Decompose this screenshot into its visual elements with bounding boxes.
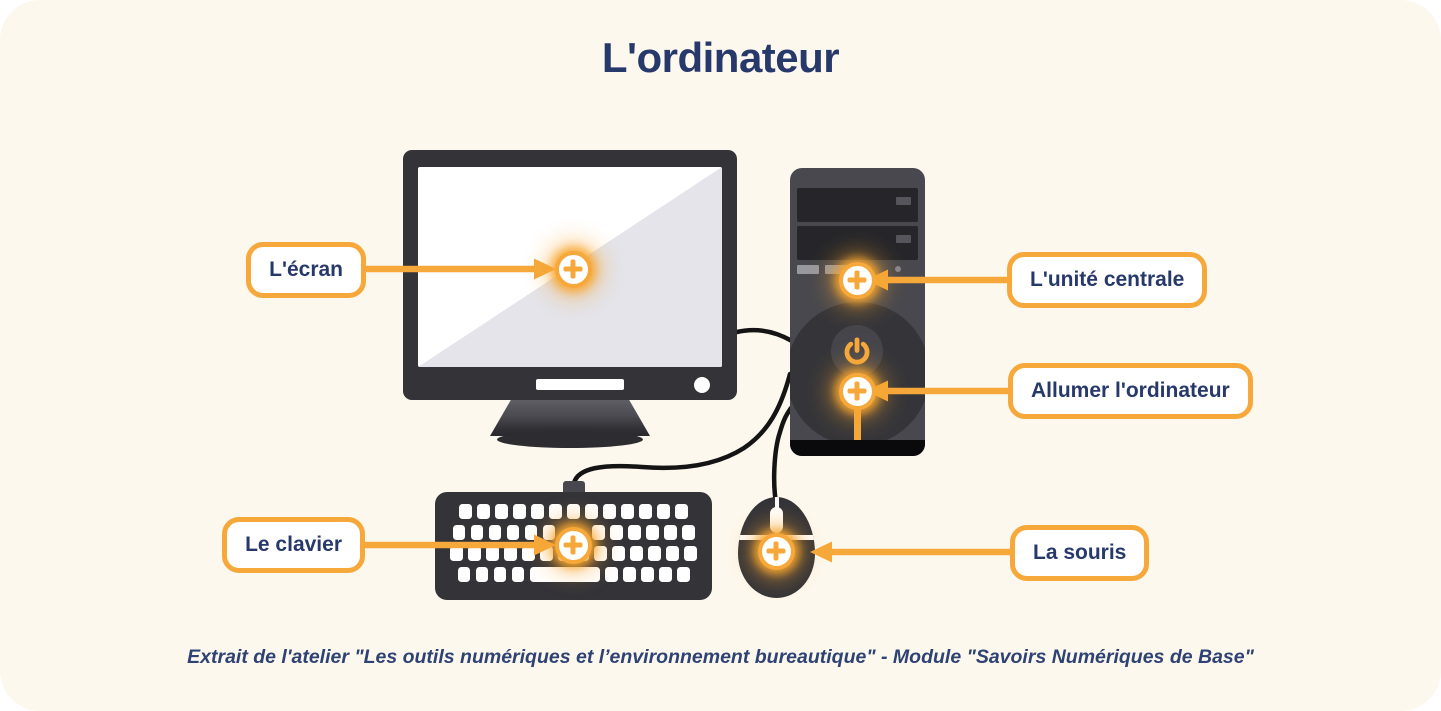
keyboard-key (594, 546, 607, 561)
keyboard-key (585, 504, 598, 519)
page-title: L'ordinateur (601, 34, 840, 81)
usb-port (825, 265, 847, 274)
keyboard-key (567, 504, 580, 519)
usb-port (797, 265, 819, 274)
tower-base (790, 440, 925, 456)
keyboard-key (630, 546, 643, 561)
keyboard-key (603, 504, 616, 519)
drive-bay (797, 188, 918, 222)
label-keyboard-text: Le clavier (245, 533, 342, 556)
label-power-on-text: Allumer l'ordinateur (1031, 379, 1230, 402)
drive-bay-button (896, 235, 911, 243)
keyboard-key (666, 546, 679, 561)
hotspot-screen[interactable] (554, 250, 592, 288)
keyboard-key (452, 525, 465, 540)
hotspot-mouse[interactable] (757, 532, 795, 570)
plus-icon (570, 535, 576, 555)
keyboard-key (468, 546, 481, 561)
monitor-power-light (694, 377, 710, 393)
keyboard-key (646, 525, 659, 540)
drive-bay (797, 226, 918, 260)
keyboard-key (659, 567, 672, 582)
label-mouse-text: La souris (1033, 541, 1127, 564)
plus-icon (570, 259, 576, 279)
tower-led (895, 266, 901, 272)
keyboard-key (475, 567, 488, 582)
keyboard-spacebar (529, 567, 600, 582)
label-screen-text: L'écran (269, 258, 343, 281)
keyboard-row (435, 546, 712, 561)
power-button[interactable] (831, 325, 883, 377)
keyboard-key (493, 567, 506, 582)
keyboard-key (459, 504, 472, 519)
mouse-scroll-wheel (770, 507, 783, 533)
keyboard-key (621, 504, 634, 519)
keyboard-key (477, 504, 490, 519)
keyboard-key (470, 525, 483, 540)
keyboard-row (435, 504, 712, 519)
label-central-unit: L'unité centrale (1007, 252, 1208, 308)
keyboard-key (506, 525, 519, 540)
keyboard-key (522, 546, 535, 561)
plus-icon (854, 381, 860, 401)
plus-icon (773, 541, 779, 561)
label-keyboard: Le clavier (222, 517, 365, 573)
keyboard-row (435, 525, 712, 540)
keyboard-key (641, 567, 654, 582)
keyboard-key (623, 567, 636, 582)
keyboard-key (684, 546, 697, 561)
keyboard-key (657, 504, 670, 519)
keyboard-key (531, 504, 544, 519)
keyboard-key (612, 546, 625, 561)
computer-tower (790, 168, 925, 456)
label-central-unit-text: L'unité centrale (1030, 268, 1185, 291)
keyboard-key (511, 567, 524, 582)
keyboard-key (488, 525, 501, 540)
keyboard-row (435, 567, 712, 582)
hotspot-keyboard[interactable] (554, 526, 592, 564)
keyboard-key (457, 567, 470, 582)
keyboard-key (542, 525, 555, 540)
keyboard-key (486, 546, 499, 561)
keyboard-key (677, 567, 690, 582)
keyboard-key (513, 504, 526, 519)
keyboard-key (664, 525, 677, 540)
keyboard-key (504, 546, 517, 561)
plus-icon (854, 270, 860, 290)
hotspot-power[interactable] (838, 372, 876, 410)
drive-bay-button (896, 197, 911, 205)
keyboard-key (495, 504, 508, 519)
keyboard-key (610, 525, 623, 540)
monitor-cable (734, 327, 795, 344)
power-icon (844, 337, 870, 365)
keyboard-key (682, 525, 695, 540)
keyboard-key (675, 504, 688, 519)
monitor-logo-bar (536, 379, 624, 390)
keyboard-key (549, 504, 562, 519)
keyboard-key (628, 525, 641, 540)
monitor-stand-base (497, 431, 643, 448)
keyboard-key (648, 546, 661, 561)
keyboard-key (524, 525, 537, 540)
keyboard-key (592, 525, 605, 540)
label-screen: L'écran (246, 242, 366, 298)
footer-caption: Extrait de l'atelier "Les outils numériq… (187, 646, 1254, 668)
keyboard-key (450, 546, 463, 561)
label-power-on: Allumer l'ordinateur (1008, 363, 1253, 419)
keyboard-key (639, 504, 652, 519)
keyboard-key (605, 567, 618, 582)
arrow-mouse (810, 541, 1014, 563)
label-mouse: La souris (1010, 525, 1150, 581)
hotspot-central-unit[interactable] (838, 261, 876, 299)
mouse-cable (771, 405, 794, 511)
keyboard-key (540, 546, 553, 561)
